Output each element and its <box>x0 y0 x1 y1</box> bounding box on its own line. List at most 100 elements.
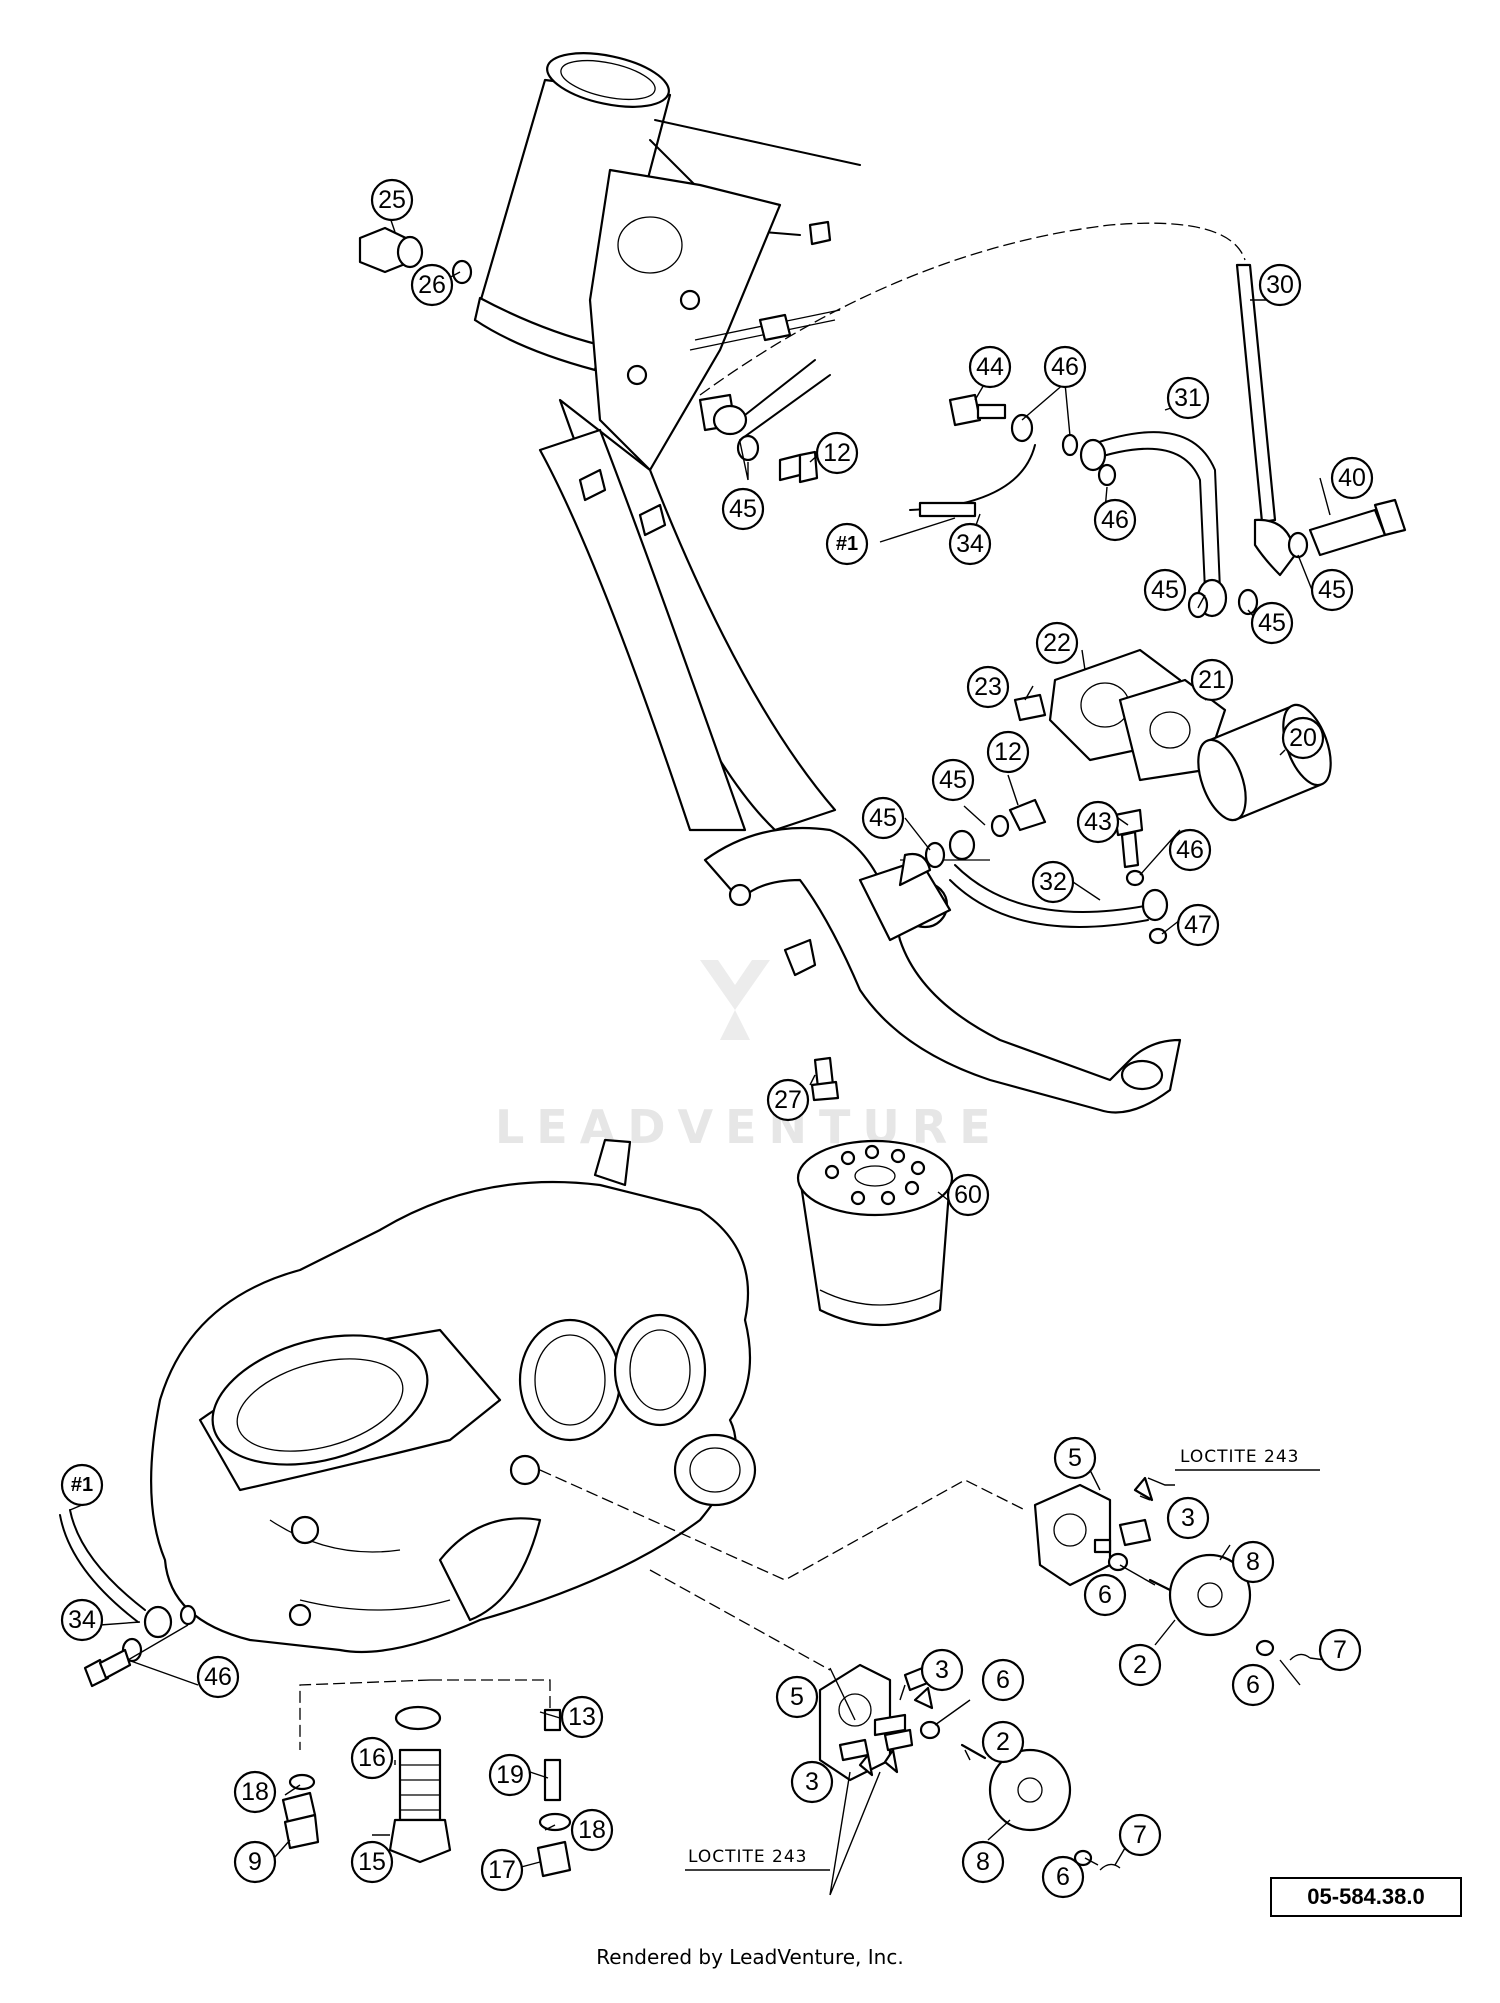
svg-text:12: 12 <box>823 439 851 467</box>
svg-text:18: 18 <box>241 1778 269 1806</box>
callout-7: 7 <box>1118 1813 1162 1857</box>
callout-46: 46 <box>1043 345 1087 389</box>
svg-text:2: 2 <box>1133 1651 1147 1679</box>
callout-46: 46 <box>1093 498 1137 542</box>
svg-text:9: 9 <box>248 1848 262 1876</box>
svg-text:43: 43 <box>1084 808 1112 836</box>
svg-text:34: 34 <box>956 530 984 558</box>
svg-text:6: 6 <box>1056 1863 1070 1891</box>
svg-text:45: 45 <box>1258 609 1286 637</box>
svg-text:46: 46 <box>1051 353 1079 381</box>
callout-60: 60 <box>946 1173 990 1217</box>
svg-text:18: 18 <box>578 1816 606 1844</box>
oil-pump-lower <box>818 1663 1121 1871</box>
svg-text:7: 7 <box>1333 1636 1347 1664</box>
svg-text:46: 46 <box>204 1663 232 1691</box>
callout-45: 45 <box>721 487 765 531</box>
svg-text:32: 32 <box>1039 868 1067 896</box>
callout-47: 47 <box>1176 903 1220 947</box>
callout-6: 6 <box>1041 1855 1085 1899</box>
callout-5: 5 <box>1053 1436 1097 1480</box>
callout-6: 6 <box>981 1658 1025 1702</box>
callout-2: 2 <box>981 1720 1025 1764</box>
callout-ref-1: #1 <box>825 522 869 566</box>
frame <box>473 52 1182 1114</box>
callout-12: 12 <box>986 730 1030 774</box>
svg-text:15: 15 <box>358 1848 386 1876</box>
callout-34: 34 <box>948 522 992 566</box>
svg-text:7: 7 <box>1133 1821 1147 1849</box>
callout-13: 13 <box>560 1695 604 1739</box>
callout-26: 26 <box>410 263 454 307</box>
callout-ref-1: #1 <box>60 1463 104 1507</box>
svg-text:16: 16 <box>358 1744 386 1772</box>
svg-text:60: 60 <box>954 1181 982 1209</box>
svg-text:#1: #1 <box>71 1474 93 1496</box>
svg-text:20: 20 <box>1289 724 1317 752</box>
callout-22: 22 <box>1035 621 1079 665</box>
callout-44: 44 <box>968 345 1012 389</box>
oil-filter <box>796 1139 954 1327</box>
callout-45: 45 <box>1143 568 1187 612</box>
svg-text:8: 8 <box>976 1848 990 1876</box>
svg-text:2: 2 <box>996 1728 1010 1756</box>
callout-23: 23 <box>966 665 1010 709</box>
svg-text:21: 21 <box>1198 666 1226 694</box>
callout-12: 12 <box>815 431 859 475</box>
callout-45: 45 <box>1250 601 1294 645</box>
svg-text:3: 3 <box>805 1768 819 1796</box>
svg-text:3: 3 <box>1181 1504 1195 1532</box>
callout-6: 6 <box>1083 1573 1127 1617</box>
loctite-note-upper: LOCTITE 243 <box>1175 1447 1320 1471</box>
svg-text:13: 13 <box>568 1703 596 1731</box>
callout-15: 15 <box>350 1840 394 1884</box>
callout-18: 18 <box>570 1808 614 1852</box>
svg-text:34: 34 <box>68 1606 96 1634</box>
svg-text:44: 44 <box>976 353 1004 381</box>
svg-text:5: 5 <box>790 1683 804 1711</box>
drain-parts <box>281 1705 572 1878</box>
watermark-text: LEADVENTURE <box>495 1100 1003 1154</box>
callout-45: 45 <box>931 758 975 802</box>
callout-5: 5 <box>775 1675 819 1719</box>
oil-lines <box>358 222 1407 619</box>
svg-text:25: 25 <box>378 186 406 214</box>
callout-20: 20 <box>1281 716 1325 760</box>
svg-text:12: 12 <box>994 738 1022 766</box>
callout-3: 3 <box>790 1760 834 1804</box>
callout-8: 8 <box>961 1840 1005 1884</box>
callout-34: 34 <box>60 1598 104 1642</box>
oil-pump-upper <box>1033 1476 1311 1661</box>
callout-18: 18 <box>233 1770 277 1814</box>
callout-2: 2 <box>1118 1643 1162 1687</box>
svg-text:45: 45 <box>1318 576 1346 604</box>
svg-text:#1: #1 <box>836 533 858 555</box>
svg-text:45: 45 <box>869 804 897 832</box>
callout-46: 46 <box>1168 828 1212 872</box>
svg-text:40: 40 <box>1338 464 1366 492</box>
svg-text:8: 8 <box>1246 1548 1260 1576</box>
callout-6: 6 <box>1231 1663 1275 1707</box>
svg-text:23: 23 <box>974 673 1002 701</box>
callout-45: 45 <box>861 796 905 840</box>
svg-text:47: 47 <box>1184 911 1212 939</box>
callout-21: 21 <box>1190 658 1234 702</box>
svg-text:6: 6 <box>996 1666 1010 1694</box>
svg-text:45: 45 <box>729 495 757 523</box>
callout-17: 17 <box>480 1848 524 1892</box>
callout-32: 32 <box>1031 860 1075 904</box>
callout-16: 16 <box>350 1736 394 1780</box>
svg-text:30: 30 <box>1266 271 1294 299</box>
crankcase <box>150 1138 757 1654</box>
callout-40: 40 <box>1330 456 1374 500</box>
svg-text:31: 31 <box>1174 384 1202 412</box>
callout-45: 45 <box>1310 568 1354 612</box>
callout-46: 46 <box>196 1655 240 1699</box>
callout-30: 30 <box>1258 263 1302 307</box>
svg-text:5: 5 <box>1068 1444 1082 1472</box>
svg-text:17: 17 <box>488 1856 516 1884</box>
svg-text:22: 22 <box>1043 629 1071 657</box>
callout-9: 9 <box>233 1840 277 1884</box>
callout-19: 19 <box>488 1753 532 1797</box>
